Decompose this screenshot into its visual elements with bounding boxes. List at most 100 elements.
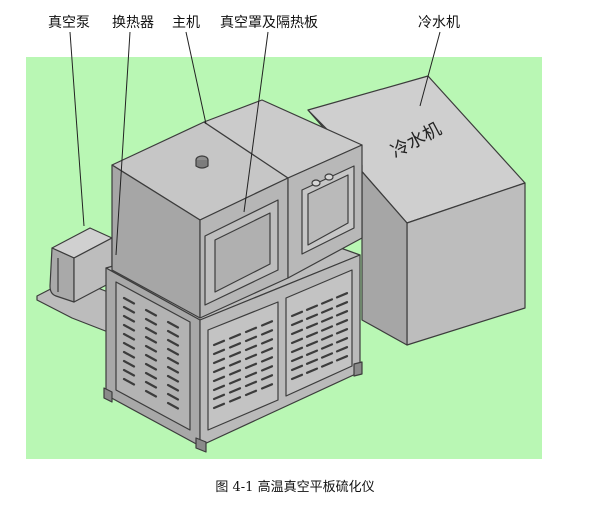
vent-slot xyxy=(144,380,158,389)
vent-slots xyxy=(122,292,349,410)
pump-body-front xyxy=(49,247,75,303)
vent-slot xyxy=(290,310,304,318)
vent-slot xyxy=(320,325,334,332)
vent-slot xyxy=(166,392,180,401)
vent-slot xyxy=(144,353,158,362)
chiller-unit xyxy=(307,75,526,346)
vent-slot xyxy=(244,371,258,379)
vent-slot xyxy=(144,317,158,326)
vent-slot xyxy=(166,374,180,383)
vent-slot xyxy=(122,359,136,368)
vent-slot xyxy=(212,339,226,347)
vent-slot xyxy=(144,371,158,380)
vent-slot xyxy=(122,314,136,323)
leader-heat-exchanger xyxy=(115,31,131,256)
knob-body xyxy=(195,160,209,169)
vent-slot xyxy=(335,328,349,335)
vent-slot xyxy=(335,355,349,362)
vent-slot xyxy=(212,366,226,374)
leader-cover xyxy=(243,31,269,213)
leader-main-unit xyxy=(185,31,207,125)
front-vent-panel-left xyxy=(207,301,279,431)
label-vacuum-pump: 真空泵 xyxy=(48,15,90,31)
vent-slot xyxy=(166,338,180,347)
vent-slot xyxy=(335,310,349,317)
vent-slot xyxy=(228,396,242,403)
vent-slot xyxy=(260,365,274,372)
vent-slot xyxy=(122,305,136,314)
cabinet-leg xyxy=(353,361,363,377)
cabinet-leg xyxy=(195,437,207,453)
vent-slot xyxy=(244,362,258,370)
vent-slot xyxy=(305,331,319,338)
vent-slot xyxy=(144,326,158,335)
vent-slot xyxy=(290,364,304,372)
vent-slot xyxy=(122,341,136,350)
leader-vacuum-pump xyxy=(69,31,85,227)
vent-slot xyxy=(335,292,349,299)
vent-slot xyxy=(305,367,319,374)
vent-slot xyxy=(228,369,242,376)
vent-slot xyxy=(244,353,258,361)
vent-slot xyxy=(260,356,274,363)
vent-slot xyxy=(212,384,226,392)
vent-slot xyxy=(335,346,349,353)
vent-slot xyxy=(166,329,180,338)
vent-slot xyxy=(122,368,136,377)
vent-slot xyxy=(320,352,334,359)
vent-slot xyxy=(244,389,258,397)
vent-slot xyxy=(166,383,180,392)
left-vent-panel xyxy=(115,281,191,431)
vent-slot xyxy=(212,393,226,401)
vent-slot xyxy=(260,338,274,345)
vent-slot xyxy=(228,378,242,385)
cabinet-leg xyxy=(103,387,113,403)
vent-slot xyxy=(228,351,242,358)
vent-slot xyxy=(305,340,319,347)
main-unit-door-inner xyxy=(214,212,271,293)
leader-chiller xyxy=(419,31,441,107)
vent-slot xyxy=(212,348,226,356)
vent-slot xyxy=(166,401,180,410)
cover-window-inner xyxy=(307,174,349,246)
vent-slot xyxy=(320,361,334,368)
vacuum-cover xyxy=(203,99,363,279)
vent-slot xyxy=(320,343,334,350)
vent-slot xyxy=(290,319,304,327)
label-cover-insulation: 真空罩及隔热板 xyxy=(220,15,318,31)
label-main-unit: 主机 xyxy=(172,15,200,31)
vent-slot xyxy=(260,374,274,381)
vent-slot xyxy=(305,349,319,356)
vent-slot xyxy=(290,328,304,336)
vent-slot xyxy=(144,389,158,398)
vent-slot xyxy=(335,301,349,308)
vent-slot xyxy=(260,383,274,390)
vent-slot xyxy=(290,373,304,381)
vent-slot xyxy=(228,387,242,394)
vent-slot xyxy=(244,335,258,343)
vent-slot xyxy=(212,402,226,410)
vent-slot xyxy=(228,360,242,367)
vent-slot xyxy=(260,320,274,327)
vent-slot xyxy=(260,347,274,354)
vent-slot xyxy=(290,346,304,354)
vent-slot xyxy=(228,333,242,340)
vent-slot xyxy=(290,355,304,363)
vent-slot xyxy=(166,356,180,365)
vent-slot xyxy=(122,323,136,332)
vent-slot xyxy=(244,380,258,388)
vent-slot xyxy=(320,298,334,305)
vent-slot xyxy=(212,357,226,365)
vent-slot xyxy=(305,358,319,365)
vent-slot xyxy=(144,344,158,353)
vent-slot xyxy=(320,316,334,323)
vent-slot xyxy=(320,307,334,314)
figure-caption: 图 4-1 高温真空平板硫化仪 xyxy=(215,480,375,495)
vent-slot xyxy=(144,308,158,317)
vent-slot xyxy=(122,332,136,341)
vent-slot xyxy=(228,342,242,349)
vent-slot xyxy=(144,362,158,371)
vent-slot xyxy=(122,377,136,386)
